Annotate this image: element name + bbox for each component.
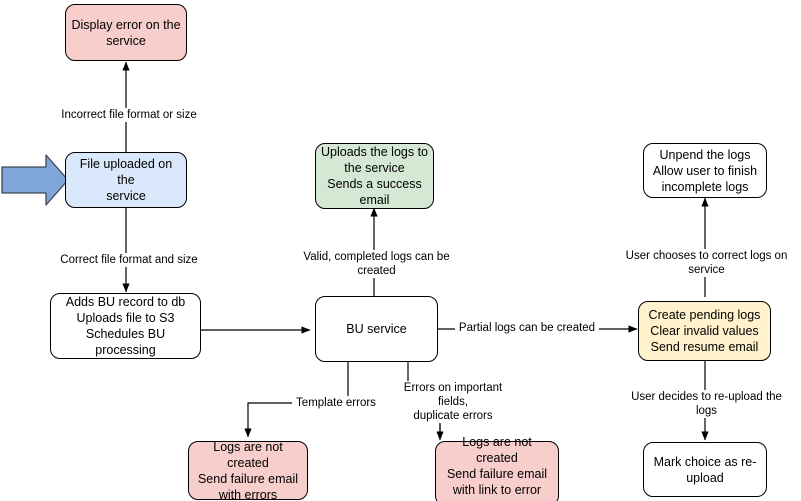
edge-label-important-errors: Errors on important fields, duplicate er… (389, 381, 517, 423)
node-adds-bu-record[interactable]: Adds BU record to db Uploads file to S3 … (50, 293, 201, 359)
node-mark-choice-reupload[interactable]: Mark choice as re- upload (643, 442, 767, 497)
node-logs-not-created-errors[interactable]: Logs are not created Send failure email … (188, 440, 308, 501)
node-uploads-logs[interactable]: Uploads the logs to the service Sends a … (315, 143, 434, 209)
node-logs-not-created-summary[interactable]: Logs are not created Send failure email … (435, 435, 559, 501)
node-create-pending-logs[interactable]: Create pending logs Clear invalid values… (638, 301, 771, 361)
node-file-uploaded[interactable]: File uploaded on the service (65, 152, 187, 208)
edge-label-partial-logs: Partial logs can be created (455, 321, 599, 335)
node-display-error[interactable]: Display error on the service (65, 4, 187, 61)
edge-label-incorrect-format: Incorrect file format or size (56, 108, 202, 122)
node-unpend-logs[interactable]: Unpend the logs Allow user to finish inc… (643, 143, 767, 198)
edge-label-valid-logs: Valid, completed logs can be created (283, 250, 470, 278)
edge-label-template-errors: Template errors (292, 396, 380, 410)
node-bu-service[interactable]: BU service (315, 296, 438, 362)
edge-label-user-corrects: User chooses to correct logs on service (608, 249, 801, 277)
edge-label-correct-format: Correct file format and size (57, 253, 201, 267)
entry-arrow-icon (1, 154, 69, 206)
edge-label-user-reuploads: User decides to re-upload the logs (617, 390, 796, 418)
